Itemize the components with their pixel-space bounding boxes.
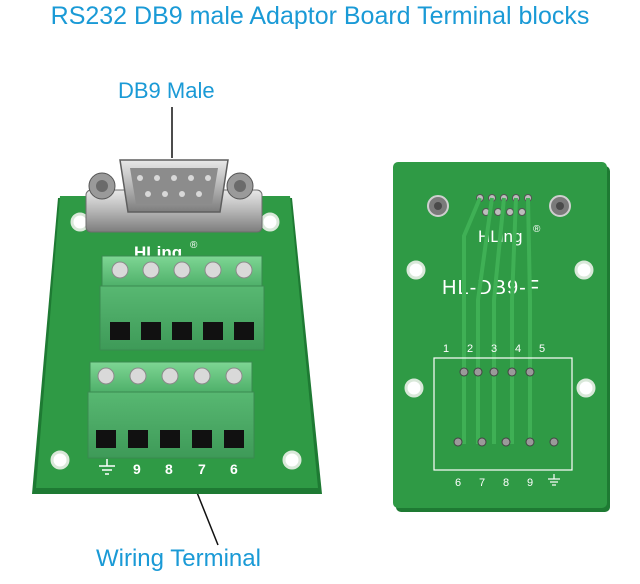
top-pin-label: 3 [491, 343, 497, 355]
bottom-pin-label: 9 [527, 477, 533, 489]
right-registered-mark: ® [533, 224, 541, 235]
mount-hole [282, 450, 302, 470]
lower-pin-pads [453, 437, 559, 447]
ground-icon [99, 459, 115, 475]
top-pin-label: 1 [443, 343, 449, 355]
pin-area-outline [433, 357, 573, 471]
mount-hole [576, 378, 596, 398]
upper-pin-pads [459, 367, 535, 377]
top-pin-label: 2 [467, 343, 473, 355]
left-pin-label: 9 [133, 461, 141, 477]
bottom-pin-label: 6 [455, 477, 461, 489]
bottom-pin-label: 7 [479, 477, 485, 489]
screw-pad [434, 202, 442, 210]
mount-hole [404, 378, 424, 398]
model-number: HL-DB9-F [442, 277, 540, 299]
left-registered-mark: ® [190, 240, 198, 251]
screw-pad [556, 202, 564, 210]
db9-connector [85, 159, 263, 233]
mount-hole [406, 260, 426, 280]
left-pin-label: 6 [230, 461, 238, 477]
upper-terminal-block [99, 255, 265, 351]
top-pin-label: 5 [539, 343, 545, 355]
page-title: RS232 DB9 male Adaptor Board Terminal bl… [50, 2, 590, 30]
top-pin-label: 4 [515, 343, 521, 355]
bottom-pin-label: 8 [503, 477, 509, 489]
right-pcb [393, 162, 607, 508]
db9-male-callout: DB9 Male [118, 78, 215, 103]
lower-terminal-block [87, 361, 255, 459]
ground-icon [548, 474, 560, 486]
right-adapter-board: HLing ® HL-DB9-F 1 2 3 4 5 6 7 8 9 [393, 162, 610, 512]
left-pin-label: 8 [165, 461, 173, 477]
mount-hole [260, 212, 280, 232]
wiring-terminal-callout: Wiring Terminal [96, 545, 261, 572]
pcb-traces [462, 197, 532, 444]
mount-hole [574, 260, 594, 280]
mount-hole [50, 450, 70, 470]
left-pin-label: 7 [198, 461, 206, 477]
left-adapter-board: HLing ® [32, 159, 322, 494]
